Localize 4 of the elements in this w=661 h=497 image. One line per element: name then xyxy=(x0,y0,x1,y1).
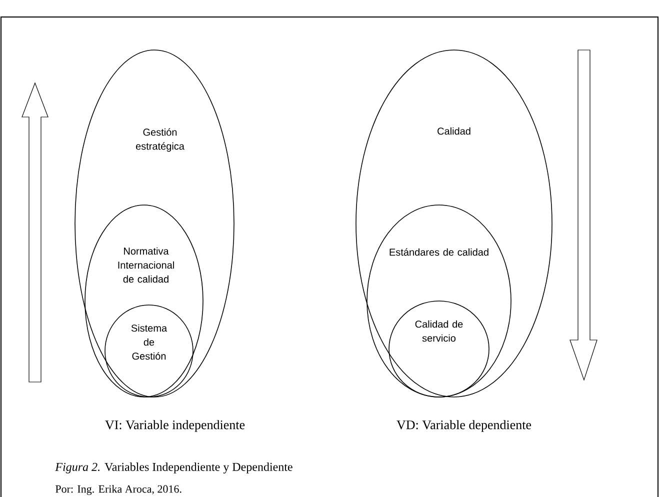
credit-line: Por: Ing. Erika Aroca, 2016. xyxy=(56,485,182,495)
figure-caption: Figura 2. Variables Independiente y Dependiente xyxy=(55,462,292,474)
variable-label: VI: Variable independiente xyxy=(105,420,245,432)
variable-label: VD: Variable dependiente xyxy=(396,420,532,432)
